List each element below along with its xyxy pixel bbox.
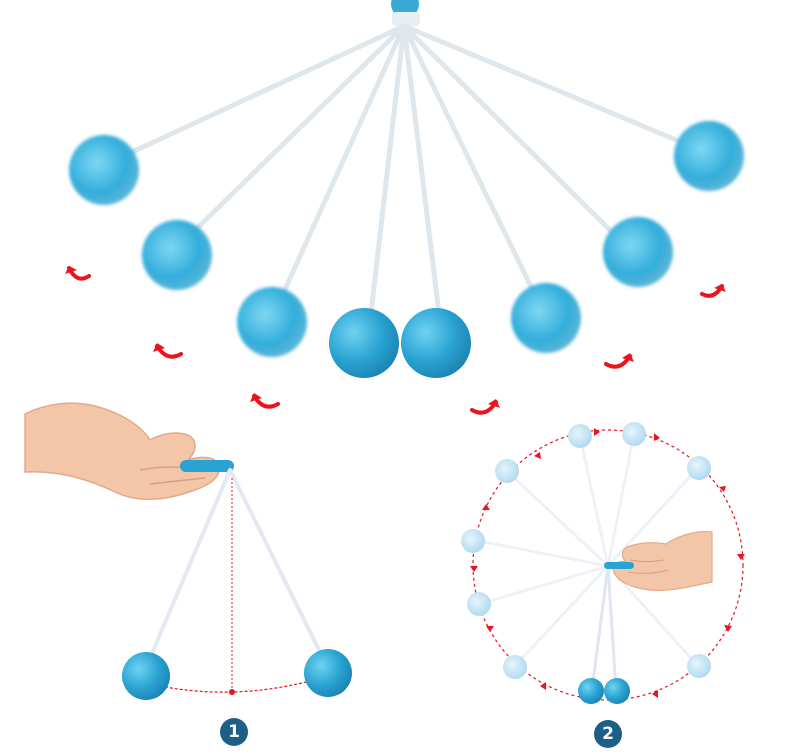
hand-icon xyxy=(24,402,220,500)
clacker-handle xyxy=(180,460,234,472)
fan-balls xyxy=(69,121,744,378)
clacker-ball-icon xyxy=(401,308,471,378)
curved-arrow-icon xyxy=(700,284,726,298)
curved-arrow-icon xyxy=(604,353,634,369)
clacker-ball-icon xyxy=(69,135,139,205)
curved-arrow-icon xyxy=(250,393,280,409)
clacker-ball-icon xyxy=(237,287,307,357)
swing-fan xyxy=(65,0,744,415)
clacker-ball-icon xyxy=(511,283,581,353)
clacker-ball-icon xyxy=(142,220,212,290)
clacker-ball-icon xyxy=(687,456,711,480)
clacker-ball-icon xyxy=(674,121,744,191)
direction-ticks xyxy=(470,428,745,698)
clacker-ball-icon xyxy=(304,649,352,697)
step-badge-2: 2 xyxy=(594,720,622,748)
clacker-ball-icon xyxy=(687,654,711,678)
fan-strings xyxy=(112,23,703,325)
panel1-strings xyxy=(148,468,324,660)
panel2-strings xyxy=(473,433,700,691)
center-dot xyxy=(229,689,235,695)
clacker-ball-icon xyxy=(122,652,170,700)
usage-step-2 xyxy=(461,422,745,704)
clacker-ball-icon xyxy=(604,678,630,704)
clacker-ball-icon xyxy=(495,459,519,483)
orbit-balls xyxy=(461,422,711,704)
curved-arrow-icon xyxy=(153,343,183,359)
usage-step-1 xyxy=(24,402,352,700)
clacker-ball-icon xyxy=(578,678,604,704)
clacker-ball-icon xyxy=(503,655,527,679)
clacker-ball-icon xyxy=(329,308,399,378)
hub-clip xyxy=(392,12,420,26)
curved-arrow-icon xyxy=(65,266,91,281)
hand-icon xyxy=(613,531,713,591)
clacker-handle xyxy=(604,562,634,569)
clacker-ball-icon xyxy=(622,422,646,446)
clacker-ball-icon xyxy=(461,529,485,553)
clacker-ball-icon xyxy=(568,424,592,448)
step-badge-1: 1 xyxy=(220,718,248,746)
clacker-ball-icon xyxy=(603,217,673,287)
curved-arrow-icon xyxy=(470,399,500,415)
swing-arrows xyxy=(65,266,726,415)
clacker-ball-icon xyxy=(467,592,491,616)
